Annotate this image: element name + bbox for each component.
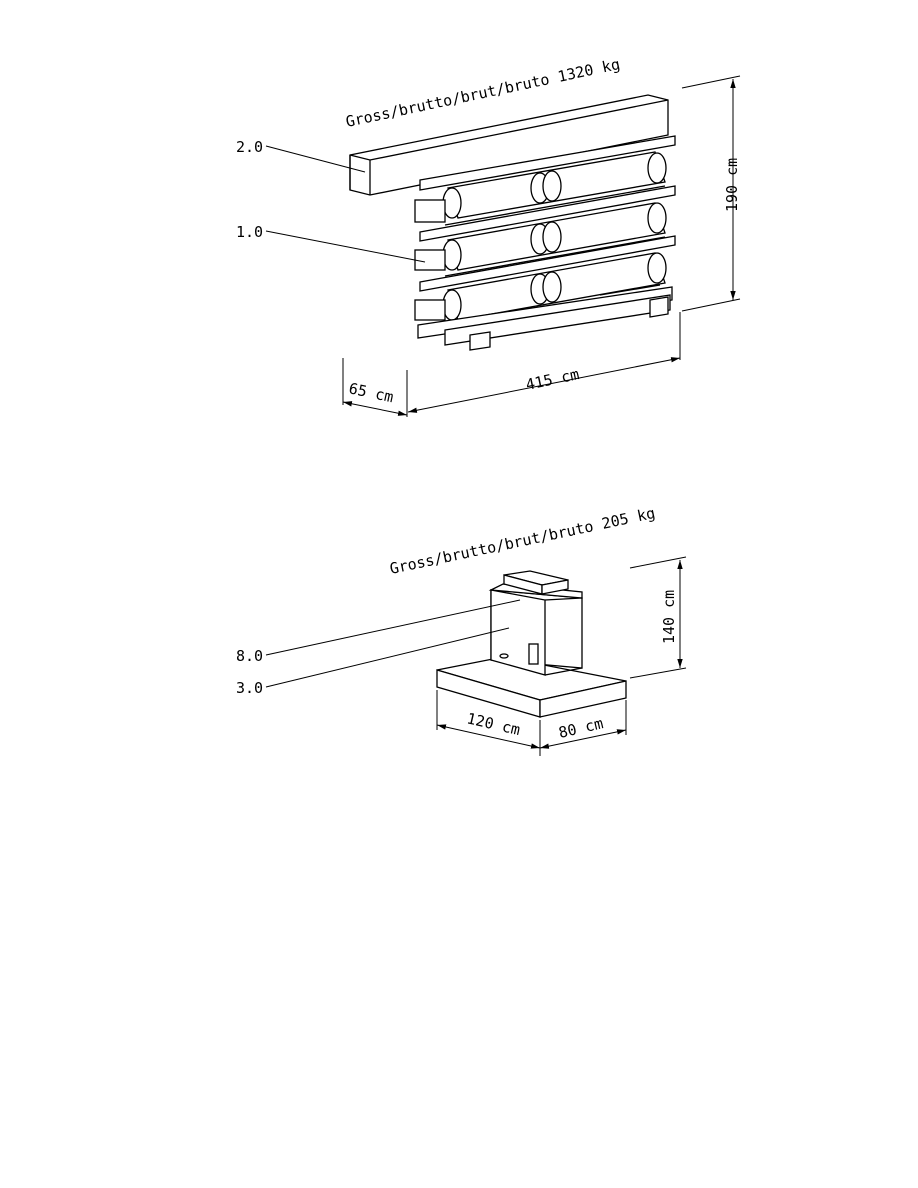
dimension-width-2-label: 120 cm (465, 709, 522, 739)
pallet (436, 656, 627, 718)
dimension-height (681, 75, 741, 312)
callout-3-label: 3.0 (236, 679, 263, 697)
dimension-length (406, 312, 681, 417)
callout-leader-1 (265, 230, 426, 263)
cabinet-drawing (265, 556, 687, 756)
dimension-height-label: 190 cm (723, 158, 741, 212)
callout-leader-8 (265, 599, 521, 656)
dimension-depth-label: 65 cm (347, 379, 395, 406)
pipe-tier-bottom (414, 235, 676, 321)
dimension-depth-2-label: 80 cm (557, 714, 605, 742)
dimension-length-label: 415 cm (524, 365, 581, 394)
cabinet (488, 583, 583, 676)
pipe-rack-drawing (265, 75, 741, 417)
callout-2-label: 2.0 (236, 138, 263, 156)
dimension-depth (342, 358, 408, 416)
callout-leader-2 (265, 145, 366, 173)
pipe-tier-top (414, 135, 676, 226)
dimension-height-2-label: 140 cm (660, 590, 678, 644)
callout-leader-3 (265, 627, 510, 688)
base-skid (417, 284, 673, 351)
top-beam (349, 94, 669, 196)
dimension-height-2 (629, 556, 687, 679)
pipe-tier-middle (414, 185, 676, 277)
weight-label-2: Gross/brutto/brut/bruto 205 kg (388, 504, 657, 578)
dimension-depth-2 (539, 700, 627, 749)
callout-8-label: 8.0 (236, 647, 263, 665)
top-box (503, 570, 569, 595)
callout-1-label: 1.0 (236, 223, 263, 241)
